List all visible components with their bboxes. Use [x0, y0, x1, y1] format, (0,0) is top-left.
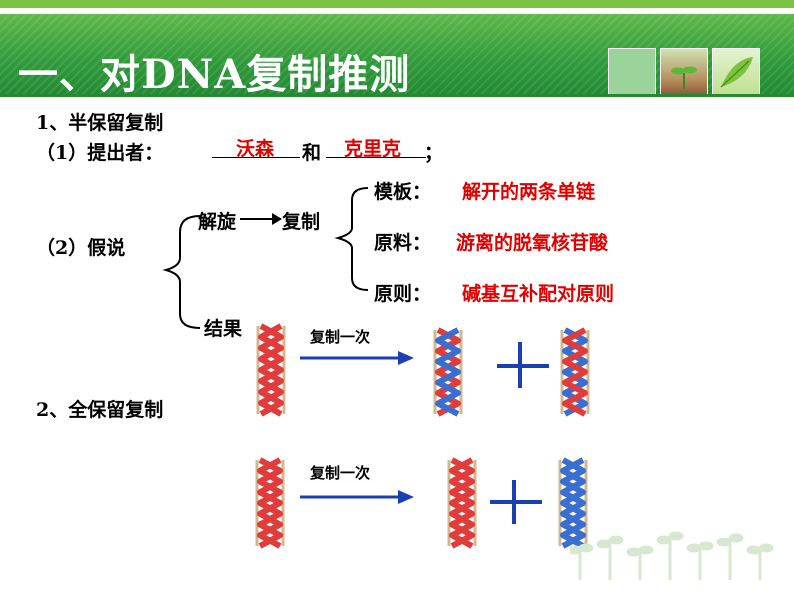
proposer-end: ； [424, 142, 444, 164]
dna-parent-semi [256, 323, 286, 417]
brace-hypothesis [162, 215, 201, 329]
arrow-right-icon [240, 213, 282, 225]
hypothesis-label: （2）假说 [36, 237, 126, 259]
proposer-and: 和 [302, 142, 322, 164]
heading-conservative: 2、全保留复制 [36, 399, 164, 421]
dna-strand [257, 457, 283, 549]
top-strip [0, 0, 794, 8]
principle-label: 原则： [374, 283, 432, 305]
proposer-prefix: （1）提出者： [36, 142, 164, 164]
decorative-tile [608, 48, 656, 96]
title-bar: 一、对DNA复制推测 [0, 14, 794, 98]
dna-parent-cons [255, 457, 285, 549]
leaf-icon [720, 57, 753, 88]
replication-arrow-1 [300, 351, 414, 365]
proposer-watson: 沃森 [236, 138, 275, 160]
dna-strand [449, 457, 475, 549]
blank-underline-2 [326, 157, 426, 158]
brace-mechanism [334, 187, 369, 291]
dna-daughter-semi-1 [433, 327, 463, 417]
replication-arrow-2 [300, 490, 414, 504]
principle-value: 碱基互补配对原则 [462, 283, 615, 305]
dna-strand [562, 327, 588, 417]
dna-strand [435, 327, 461, 417]
dna-strand [560, 457, 586, 549]
dna-daughter-cons-1 [447, 457, 477, 549]
blank-underline-1 [212, 157, 300, 158]
arrow-label-1: 复制一次 [310, 328, 371, 346]
unwind-label: 解旋 [198, 211, 237, 233]
heading-semi-conservative: 1、半保留复制 [36, 112, 164, 134]
dna-daughter-semi-2 [560, 327, 590, 417]
result-label: 结果 [204, 318, 243, 340]
dna-strand [562, 327, 588, 417]
dna-strand [560, 457, 586, 549]
arrow-label-2: 复制一次 [310, 464, 371, 482]
plus-sign-1 [497, 342, 549, 388]
proposer-crick: 克里克 [344, 138, 402, 160]
dna-strand [435, 327, 461, 417]
plus-sign-2 [490, 480, 542, 524]
dna-strand [258, 323, 284, 417]
material-value: 游离的脱氧核苷酸 [456, 232, 609, 254]
material-label: 原料： [374, 232, 432, 254]
page-title: 一、对DNA复制推测 [18, 51, 411, 98]
dna-strand [257, 457, 283, 549]
replicate-label: 复制 [282, 211, 321, 233]
title-underline [0, 94, 794, 97]
dna-strand [258, 323, 284, 417]
sprout-icon [671, 66, 697, 89]
dna-daughter-cons-2 [558, 457, 588, 549]
dna-strand [449, 457, 475, 549]
sprout-decoration [570, 531, 774, 580]
template-label: 模板： [374, 181, 432, 203]
template-value: 解开的两条单链 [462, 181, 596, 203]
